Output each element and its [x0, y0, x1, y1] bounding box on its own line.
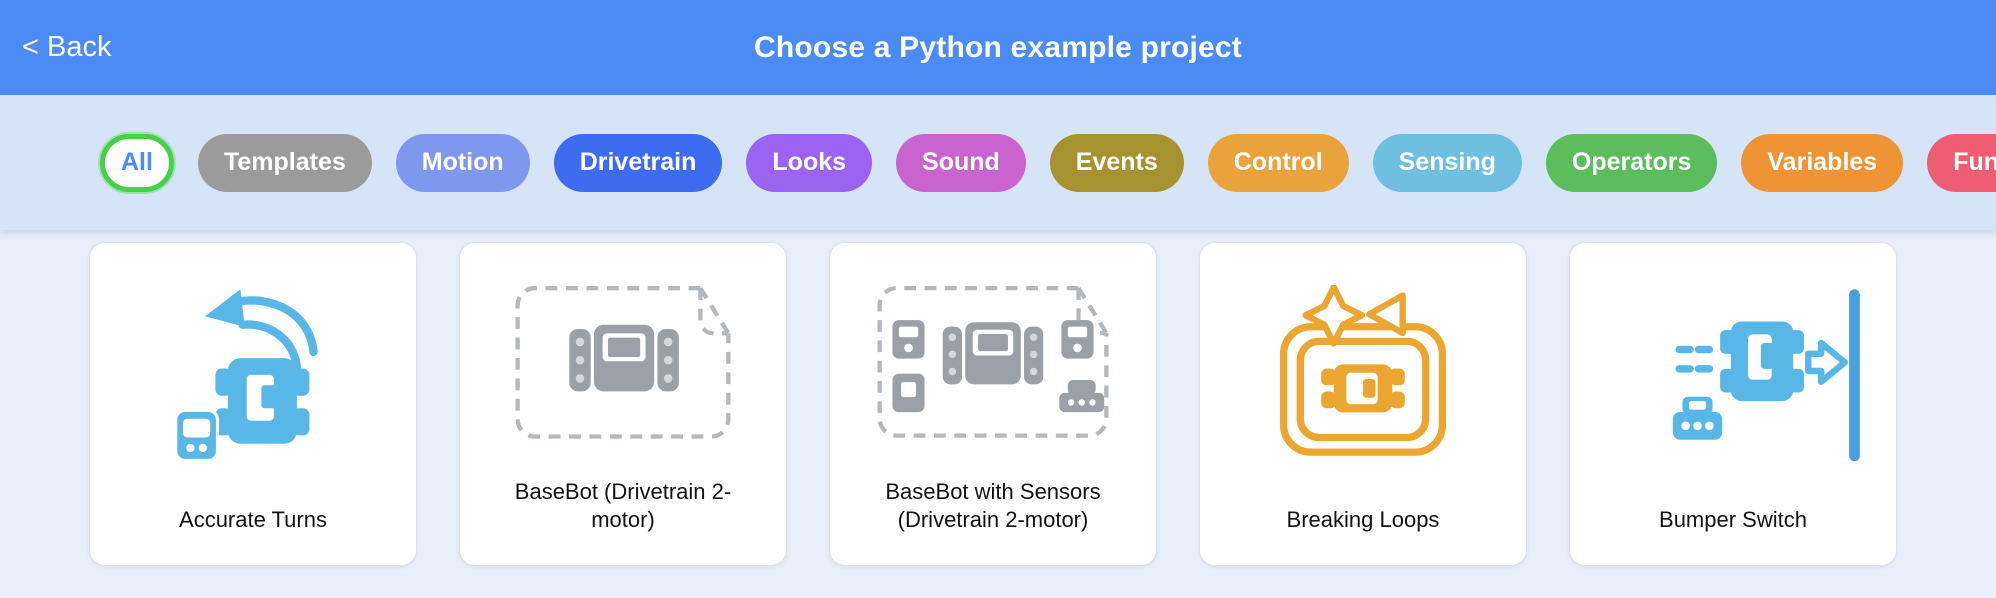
card-icon-area — [90, 243, 416, 506]
filter-chip-templates[interactable]: Templates — [197, 133, 372, 192]
card-bumper-switch[interactable]: Bumper Switch — [1569, 242, 1897, 566]
bumper-switch-icon — [1672, 289, 1860, 462]
card-icon-area — [830, 243, 1156, 478]
card-icon-area — [1200, 243, 1526, 506]
filter-bar: All Templates Motion Drivetrain Looks So… — [0, 95, 1996, 230]
filter-chip-drivetrain[interactable]: Drivetrain — [553, 133, 723, 192]
filter-chip-sensing[interactable]: Sensing — [1372, 133, 1522, 192]
filter-chip-events[interactable]: Events — [1049, 133, 1184, 192]
filter-chip-all[interactable]: All — [100, 133, 174, 192]
accurate-turns-icon — [174, 288, 318, 462]
filter-chip-functions[interactable]: Functions — [1927, 133, 1996, 192]
card-icon-area — [460, 243, 786, 478]
wall-graphic — [1849, 289, 1860, 462]
header-bar: < Back Choose a Python example project — [0, 0, 1996, 95]
card-icon-area — [1570, 243, 1896, 506]
card-basebot-with-sensors[interactable]: BaseBot with Sensors (Drivetrain 2-motor… — [829, 242, 1157, 566]
card-label: Bumper Switch — [1659, 507, 1807, 533]
filter-chip-sound[interactable]: Sound — [896, 133, 1026, 192]
filter-chip-motion[interactable]: Motion — [395, 133, 530, 192]
breaking-loops-icon — [1279, 284, 1447, 456]
filter-chip-looks[interactable]: Looks — [746, 133, 873, 192]
card-accurate-turns[interactable]: Accurate Turns — [89, 242, 417, 566]
filter-chip-variables[interactable]: Variables — [1741, 133, 1904, 192]
filter-chip-operators[interactable]: Operators — [1545, 133, 1718, 192]
filter-chip-control[interactable]: Control — [1207, 133, 1349, 192]
card-label: Accurate Turns — [179, 507, 327, 533]
basebot-icon — [515, 285, 731, 439]
back-button[interactable]: < Back — [22, 0, 111, 95]
page-title: Choose a Python example project — [754, 30, 1242, 64]
card-label: BaseBot (Drivetrain 2-motor) — [514, 478, 732, 533]
basebot-with-sensors-icon — [877, 286, 1109, 439]
card-breaking-loops[interactable]: Breaking Loops — [1199, 242, 1527, 566]
card-label: Breaking Loops — [1286, 507, 1440, 533]
card-basebot[interactable]: BaseBot (Drivetrain 2-motor) — [459, 242, 787, 566]
card-label: BaseBot with Sensors (Drivetrain 2-motor… — [885, 478, 1101, 533]
project-grid: Accurate Turns — [0, 230, 1996, 598]
